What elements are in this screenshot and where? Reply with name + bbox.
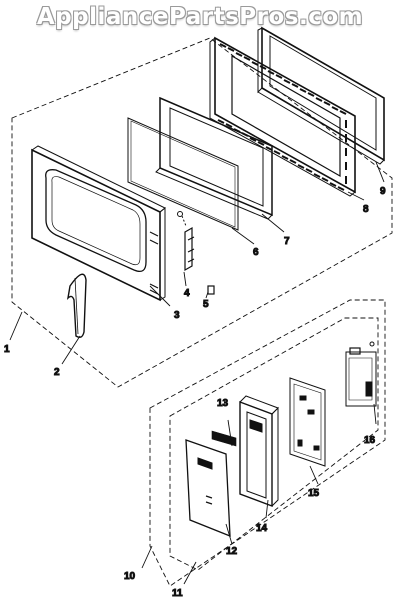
part-4-5-latch <box>177 211 215 295</box>
callout-5: 5 <box>203 299 209 310</box>
part-7-door-panel <box>155 96 273 220</box>
part-13-display-window <box>211 430 237 447</box>
callout-3: 3 <box>174 310 180 321</box>
part-16-control-board <box>345 341 377 407</box>
watermark: AppliancePartsPros.com <box>36 4 364 30</box>
leader-lines <box>9 161 385 585</box>
callout-11: 11 <box>172 588 183 599</box>
callout-4: 4 <box>184 288 190 299</box>
part-12-keypad <box>185 439 231 537</box>
callout-8: 8 <box>363 204 369 215</box>
door-assembly-group-boundary <box>11 37 393 388</box>
part-15-pcb <box>289 377 326 467</box>
callout-14: 14 <box>256 523 268 534</box>
callout-10: 10 <box>124 571 136 582</box>
callout-7: 7 <box>284 236 290 247</box>
callout-16: 16 <box>364 435 376 446</box>
callout-12: 12 <box>226 546 238 557</box>
control-group-boundary-10 <box>149 299 386 587</box>
part-1-door-front <box>31 145 166 302</box>
part-6-glass <box>127 117 239 231</box>
part-14-control-frame <box>239 395 279 508</box>
part-9-outer-gasket <box>257 26 385 165</box>
callout-15: 15 <box>308 488 320 499</box>
callout-2: 2 <box>54 367 60 378</box>
control-group-boundary-11 <box>169 317 379 571</box>
callout-13: 13 <box>217 398 229 409</box>
callout-9: 9 <box>380 186 386 197</box>
part-2-handle <box>66 273 87 339</box>
callout-1: 1 <box>4 344 10 355</box>
callout-6: 6 <box>253 247 259 258</box>
part-8-inner-frame <box>209 36 356 197</box>
